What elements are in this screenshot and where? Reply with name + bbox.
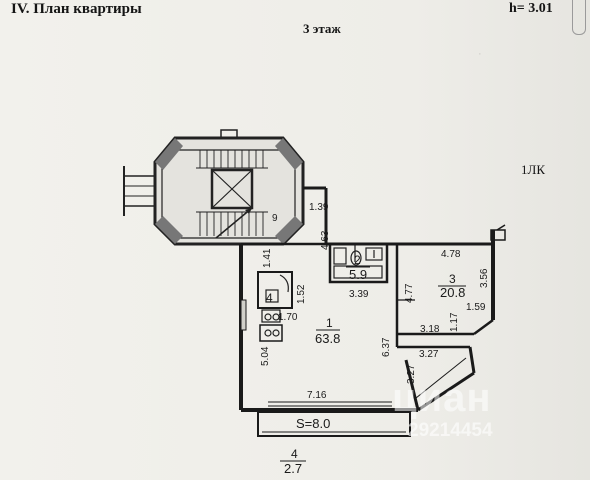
room-2-number: 2 [354,253,361,267]
ceiling-height: h= 3.01 [509,1,553,16]
balcony-area: 2.7 [284,461,302,476]
floor-label: 3 этаж [303,21,341,36]
dim-5-04: 5.04 [260,346,271,366]
balcony-s-label: S=8.0 [296,416,330,431]
dim-3-39: 3.39 [349,289,369,300]
stair-core [123,129,326,246]
room-4-number: 4 [266,291,273,305]
dimension-labels: 1.39 4.63 1.41 1.52 1.70 5.04 3.39 4.78 … [260,202,490,401]
dim-4-78: 4.78 [441,249,461,260]
dim-1-41: 1.41 [262,248,273,268]
balcony-number: 4 [291,447,298,461]
dim-1-39: 1.39 [309,202,329,213]
room-1-area: 63.8 [315,331,340,346]
dim-3-18: 3.18 [420,324,440,335]
dim-6-37: 6.37 [381,337,392,357]
room-2-area: 5.9 [349,267,367,282]
dim-4-77: 4.77 [404,283,415,303]
bleed-through-text: · [478,48,482,60]
apartment-walls [239,186,506,437]
dim-1-17: 1.17 [449,312,460,332]
dim-1-59: 1.59 [466,302,486,313]
dim-3-56: 3.56 [479,268,490,288]
dim-7-16: 7.16 [307,390,327,401]
dim-1-52: 1.52 [296,284,307,304]
room-labels: 1 63.8 2 5.9 3 20.8 4 4 2.7 S=8.0 [266,253,466,476]
watermark-brand: циан [392,376,492,420]
dim-1-70: 1.70 [278,312,298,323]
watermark-number: 29214454 [408,420,493,441]
kitchen-fixtures [264,274,289,337]
page-title: IV. План квартиры [11,1,142,17]
paper-clip [572,0,586,35]
room-3-number: 3 [449,272,456,286]
room-1-number: 1 [326,316,333,330]
stair-label: 9 [272,213,278,224]
bathroom-fixtures [333,247,383,279]
dim-4-63: 4.63 [320,230,331,250]
room-3-area: 20.8 [440,285,465,300]
plan-code: 1ЛК [521,162,545,177]
dim-3-27-top: 3.27 [419,349,439,360]
dim-3-27-side: 3.27 [406,364,417,384]
